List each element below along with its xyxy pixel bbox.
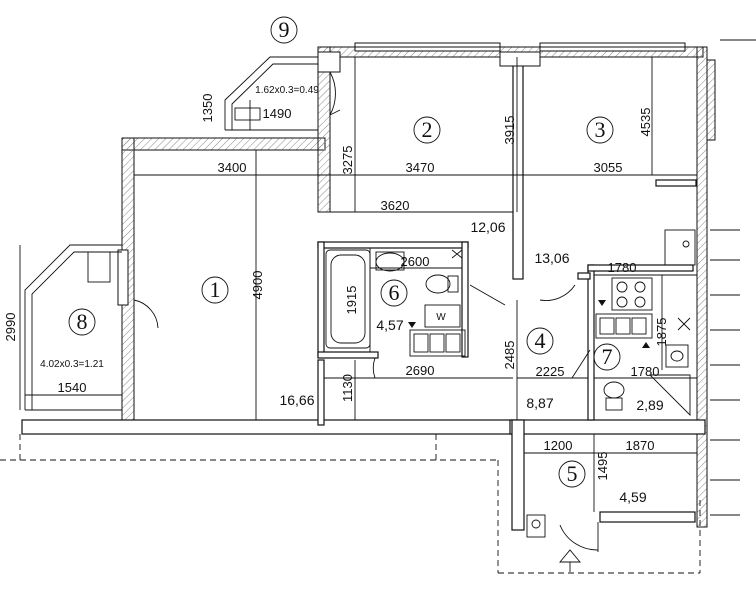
dim-3620: 3620 <box>381 198 410 213</box>
bathroom-fixtures: W <box>325 249 466 357</box>
dim-2990: 2990 <box>3 313 18 342</box>
formula-balcony-8: 4.02x0.3=1.21 <box>40 359 104 370</box>
area-labels: 12,06 13,06 4,57 16,66 8,87 2,89 4,59 <box>279 219 663 505</box>
dim-1495: 1495 <box>595 452 610 481</box>
dim-3055: 3055 <box>594 160 623 175</box>
kitchen-fixtures <box>526 229 696 538</box>
formula-balcony-9: 1.62x0.3=0.49 <box>255 85 319 96</box>
dim-1875: 1875 <box>654 318 669 347</box>
dim-1780-bottom: 1780 <box>631 364 660 379</box>
dimension-lines <box>19 57 697 512</box>
toilet-icon <box>425 274 451 294</box>
room-number-8: 8 <box>77 309 88 334</box>
dim-3400: 3400 <box>218 160 247 175</box>
washer-icon <box>424 304 461 328</box>
stair-marks <box>710 39 756 516</box>
exterior-walls <box>21 46 716 531</box>
room-number-7: 7 <box>602 344 613 369</box>
room-number-2: 2 <box>422 117 433 142</box>
dim-4900: 4900 <box>250 271 265 300</box>
room-numbers: 9 2 3 1 6 8 4 7 5 <box>68 16 621 488</box>
area-room-3: 13,06 <box>534 250 569 266</box>
dim-3470: 3470 <box>406 160 435 175</box>
room-number-1: 1 <box>210 277 221 302</box>
windows <box>117 42 686 306</box>
dim-1490: 1490 <box>263 106 292 121</box>
kitchen-sink-icon <box>664 229 696 266</box>
washer-label: W <box>436 312 446 323</box>
dimension-labels: 3400 3470 3055 3620 1490 1350 3275 4900 … <box>3 94 669 481</box>
balcony-8 <box>24 244 159 411</box>
dim-1870: 1870 <box>626 438 655 453</box>
area-room-5: 4,59 <box>619 489 646 505</box>
room-number-6: 6 <box>389 280 400 305</box>
room-number-5: 5 <box>567 461 578 486</box>
dim-2485: 2485 <box>502 341 517 370</box>
area-room-6: 4,57 <box>376 317 403 333</box>
partitions <box>317 56 697 426</box>
dim-4535: 4535 <box>638 108 653 137</box>
room-number-4: 4 <box>535 328 546 353</box>
room-number-3: 3 <box>595 117 606 142</box>
dashed-outline <box>0 434 701 574</box>
dim-1540: 1540 <box>58 380 87 395</box>
room-number-9: 9 <box>279 17 290 42</box>
dim-3915: 3915 <box>502 116 517 145</box>
sink-7-icon <box>665 344 689 368</box>
area-room-1: 16,66 <box>279 392 314 408</box>
dim-1915: 1915 <box>344 286 359 315</box>
dim-2690: 2690 <box>406 363 435 378</box>
stove-icon <box>611 277 653 311</box>
area-room-2: 12,06 <box>470 219 505 235</box>
dim-2600: 2600 <box>401 254 430 269</box>
area-room-4: 8,87 <box>526 395 553 411</box>
dim-3275: 3275 <box>340 146 355 175</box>
doors <box>372 284 599 572</box>
area-room-7: 2,89 <box>636 397 663 413</box>
balcony-formulas: 1.62x0.3=0.49 4.02x0.3=1.21 <box>40 85 319 370</box>
dim-1200: 1200 <box>544 438 573 453</box>
dim-2225: 2225 <box>536 364 565 379</box>
dim-1350: 1350 <box>200 94 215 123</box>
dim-1780-top: 1780 <box>608 260 637 275</box>
toilet-7-icon <box>603 381 625 399</box>
dim-1130: 1130 <box>340 374 355 402</box>
